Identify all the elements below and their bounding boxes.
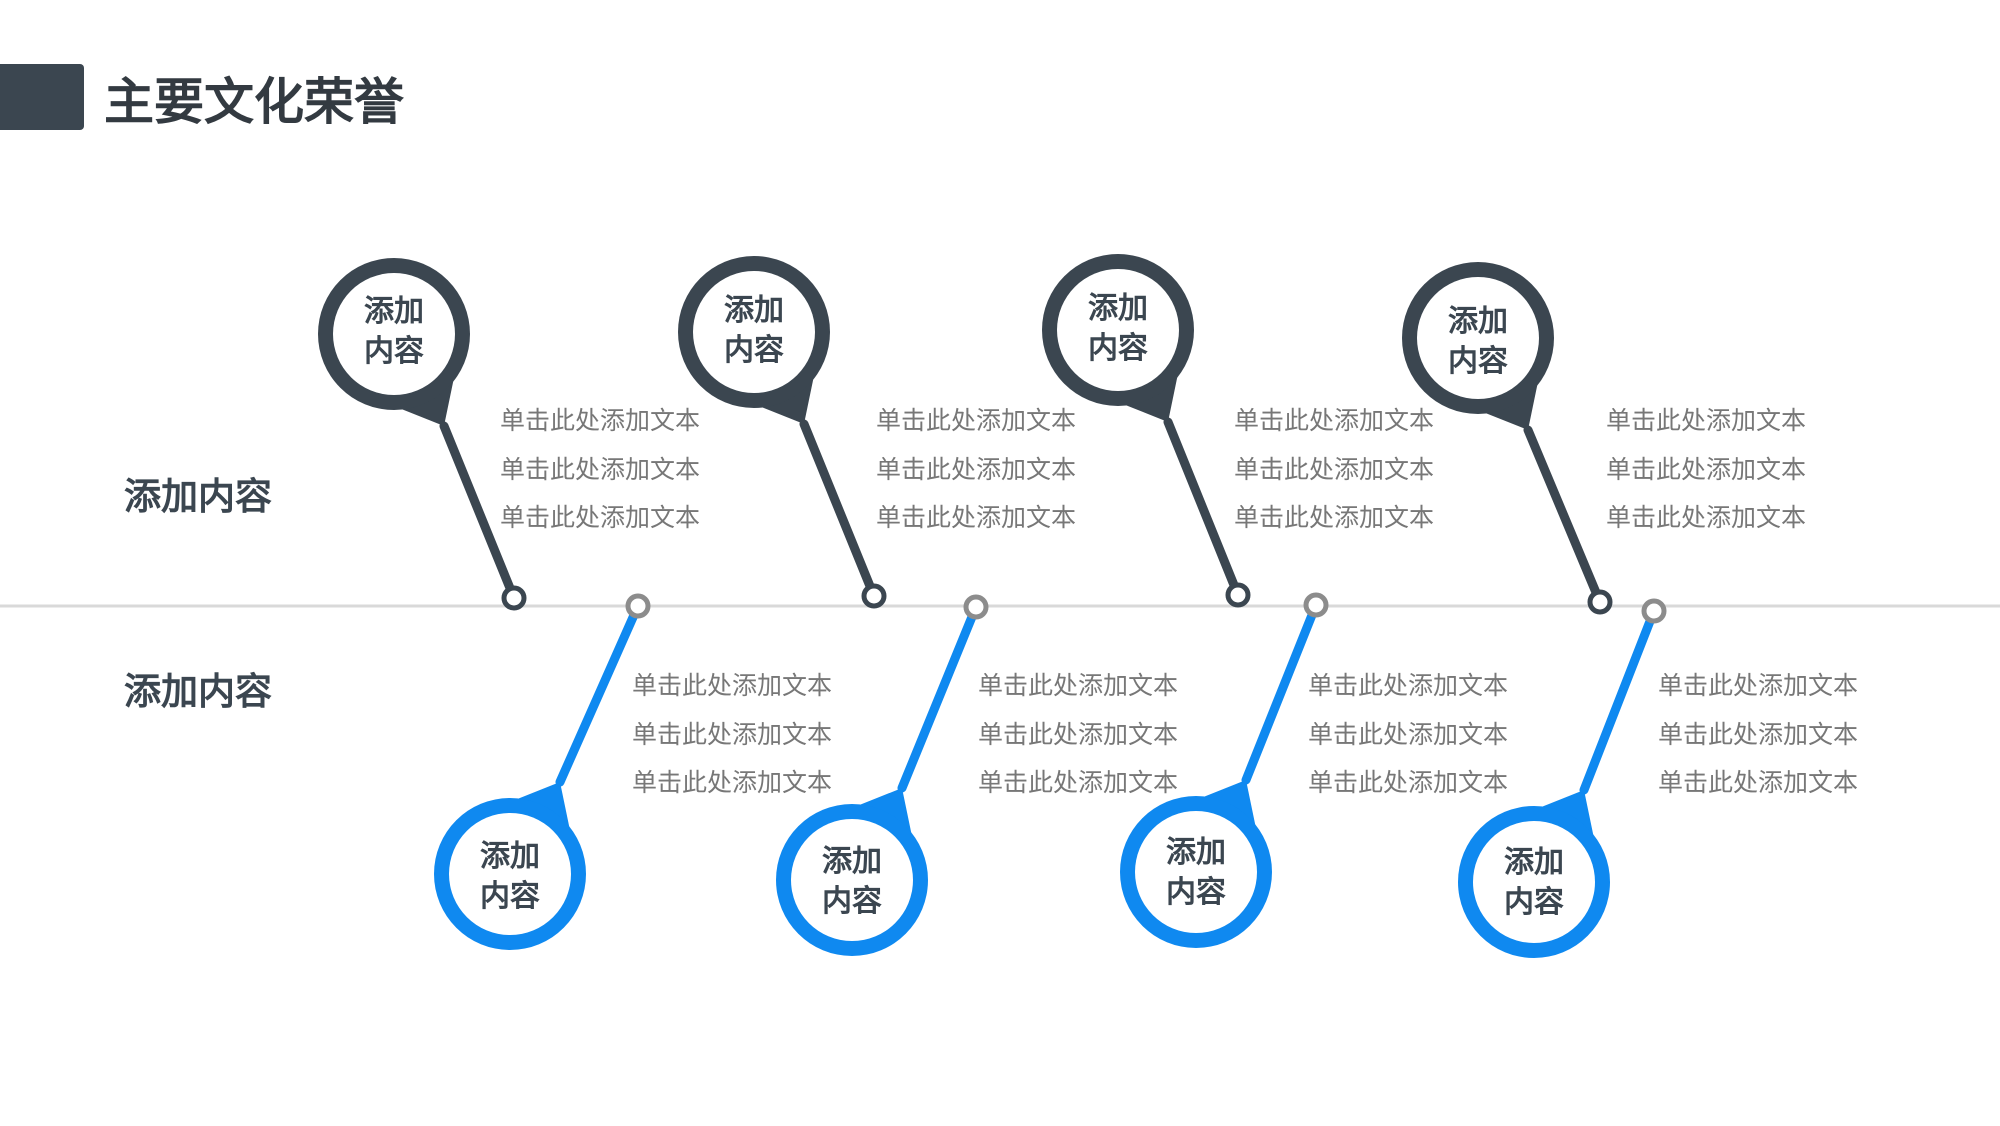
top-axis-node-2 <box>861 583 887 609</box>
bottom-text-block-1: 单击此处添加文本 单击此处添加文本 单击此处添加文本 <box>632 662 872 808</box>
top-pin-stem-4 <box>1523 425 1605 607</box>
top-axis-node-1 <box>501 585 527 611</box>
text-line: 单击此处添加文本 <box>1658 768 1859 797</box>
text-line: 单击此处添加文本 <box>978 719 1179 749</box>
top-text-block-4: 单击此处添加文本 单击此处添加文本 单击此处添加文本 <box>1606 397 1846 543</box>
text-line: 单击此处添加文本 <box>1308 719 1509 749</box>
bottom-text-block-2: 单击此处添加文本 单击此处添加文本 单击此处添加文本 <box>978 662 1218 808</box>
top-pin-label-1: 添加内容 <box>364 294 424 369</box>
top-pin-inner-2 <box>693 271 815 393</box>
bottom-pin-stem-4 <box>1579 606 1659 795</box>
row-label-top: 添加内容 <box>124 475 272 518</box>
text-line: 单击此处添加文本 <box>1308 768 1509 797</box>
row-label-bottom: 添加内容 <box>124 670 272 713</box>
bottom-pin-label-4: 添加内容 <box>1504 845 1564 920</box>
top-pin-label-3: 添加内容 <box>1088 291 1148 366</box>
bottom-pin-inner-2 <box>791 819 913 941</box>
text-line: 单击此处添加文本 <box>876 503 1077 532</box>
bottom-axis-node-1 <box>625 593 651 619</box>
title-accent-block <box>0 64 84 130</box>
top-pin-label-2: 添加内容 <box>724 293 784 368</box>
bottom-axis-node-4 <box>1641 598 1667 624</box>
text-line: 单击此处添加文本 <box>1606 503 1807 532</box>
bottom-pin-inner-1 <box>449 813 571 935</box>
text-line: 单击此处添加文本 <box>1234 406 1435 435</box>
text-line: 单击此处添加文本 <box>978 768 1179 797</box>
bottom-pin-stem-2 <box>897 602 981 793</box>
top-text-block-2: 单击此处添加文本 单击此处添加文本 单击此处添加文本 <box>876 397 1116 543</box>
text-line: 单击此处添加文本 <box>1606 454 1807 484</box>
text-line: 单击此处添加文本 <box>500 503 701 532</box>
top-pin-inner-1 <box>333 273 455 395</box>
text-line: 单击此处添加文本 <box>500 406 701 435</box>
top-axis-node-3 <box>1225 582 1251 608</box>
text-line: 单击此处添加文本 <box>1658 671 1859 700</box>
bottom-text-block-4: 单击此处添加文本 单击此处添加文本 单击此处添加文本 <box>1658 662 1898 808</box>
top-pin-stem-2 <box>799 419 879 601</box>
bottom-axis-node-2 <box>963 594 989 620</box>
text-line: 单击此处添加文本 <box>1234 454 1435 484</box>
text-line: 单击此处添加文本 <box>876 454 1077 484</box>
text-line: 单击此处添加文本 <box>1234 503 1435 532</box>
bottom-pin-inner-4 <box>1473 821 1595 943</box>
top-text-block-1: 单击此处添加文本 单击此处添加文本 单击此处添加文本 <box>500 397 740 543</box>
text-line: 单击此处添加文本 <box>632 719 833 749</box>
top-axis-node-4 <box>1587 589 1613 615</box>
text-line: 单击此处添加文本 <box>1606 406 1807 435</box>
page-title: 主要文化荣誉 <box>104 73 404 131</box>
top-pin-inner-4 <box>1417 277 1539 399</box>
bottom-pin-label-3: 添加内容 <box>1166 835 1226 910</box>
bottom-pin-stem-1 <box>555 601 643 787</box>
text-line: 单击此处添加文本 <box>1658 719 1859 749</box>
text-line: 单击此处添加文本 <box>632 671 833 700</box>
bottom-pin-inner-3 <box>1135 811 1257 933</box>
top-pin-stem-1 <box>439 421 519 603</box>
text-line: 单击此处添加文本 <box>876 406 1077 435</box>
bottom-text-block-3: 单击此处添加文本 单击此处添加文本 单击此处添加文本 <box>1308 662 1548 808</box>
bottom-axis-node-3 <box>1303 592 1329 618</box>
top-text-block-3: 单击此处添加文本 单击此处添加文本 单击此处添加文本 <box>1234 397 1474 543</box>
bottom-pin-label-1: 添加内容 <box>480 839 540 914</box>
bottom-pin-label-2: 添加内容 <box>822 844 882 919</box>
text-line: 单击此处添加文本 <box>500 454 701 484</box>
text-line: 单击此处添加文本 <box>632 768 833 797</box>
top-pin-stem-3 <box>1163 417 1243 600</box>
text-line: 单击此处添加文本 <box>1308 671 1509 700</box>
top-pin-label-4: 添加内容 <box>1448 304 1508 379</box>
bottom-pin-stem-3 <box>1241 600 1321 785</box>
top-pin-inner-3 <box>1057 269 1179 391</box>
text-line: 单击此处添加文本 <box>978 671 1179 700</box>
